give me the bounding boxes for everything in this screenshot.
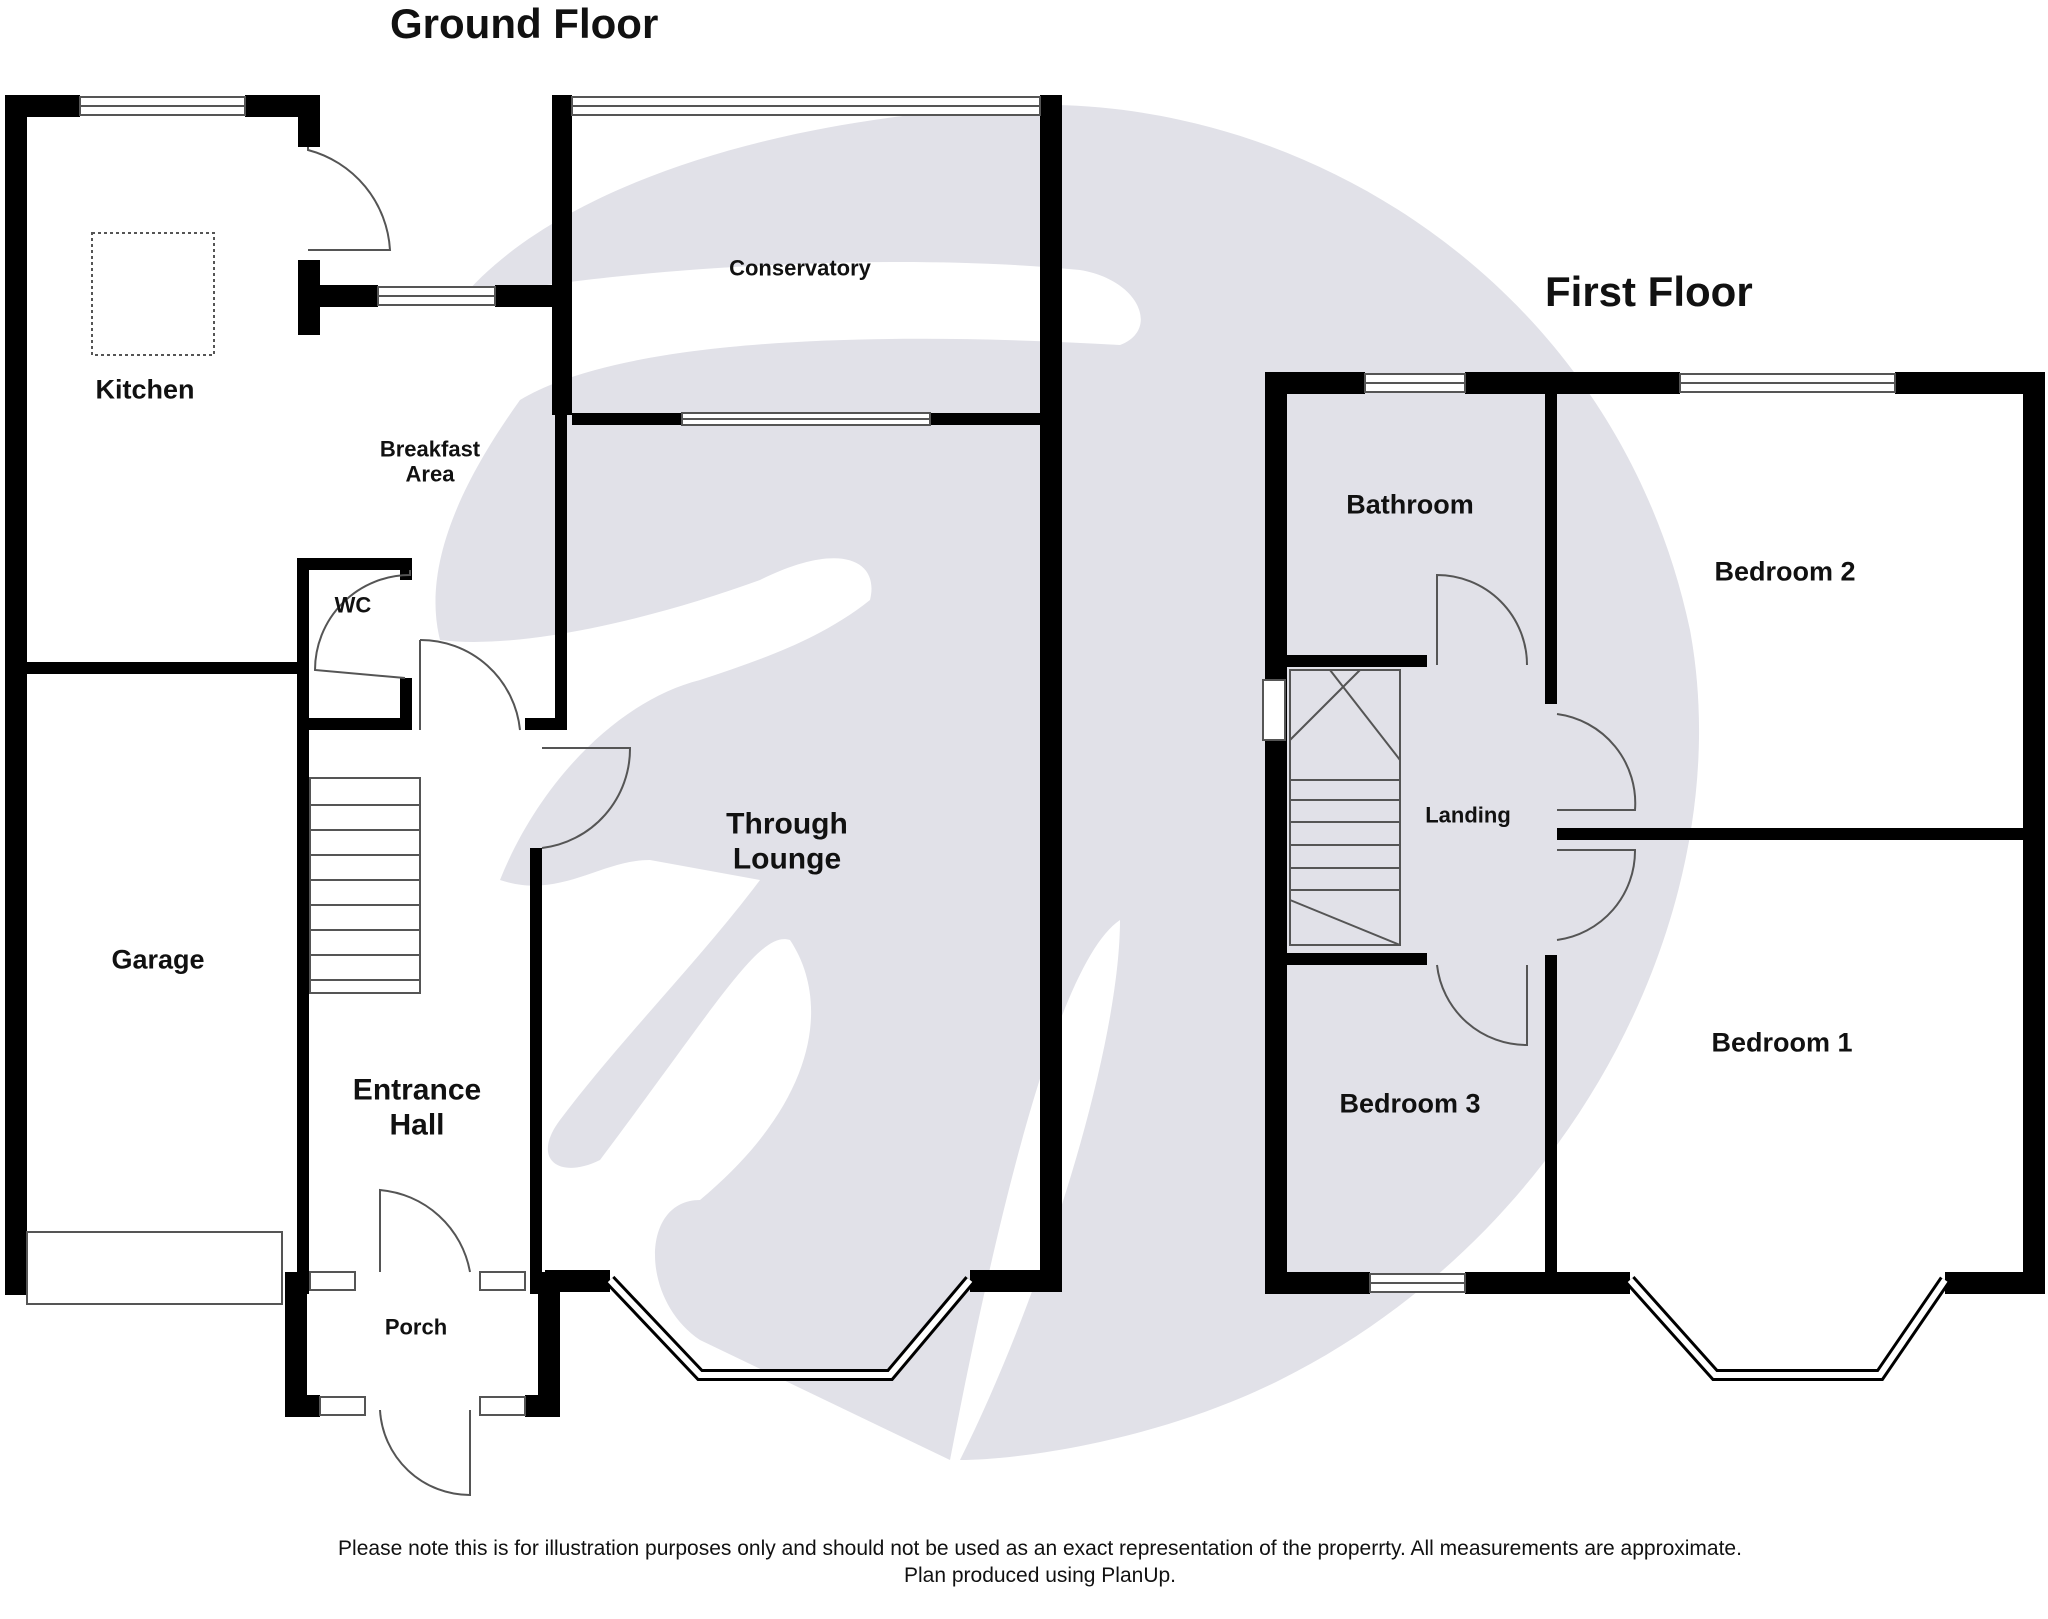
room-through-lounge: Through Lounge bbox=[726, 807, 848, 876]
first-floor-windows bbox=[1262, 373, 1950, 1381]
room-wc: WC bbox=[334, 592, 372, 618]
disclaimer-line-1: Please note this is for illustration pur… bbox=[338, 1537, 1742, 1560]
room-kitchen: Kitchen bbox=[95, 374, 195, 405]
disclaimer-line-2: Plan produced using PlanUp. bbox=[903, 1564, 1176, 1587]
first-floor-title: First Floor bbox=[1545, 268, 1753, 315]
room-bedroom-1: Bedroom 1 bbox=[1711, 1027, 1853, 1058]
ground-floor-walls bbox=[5, 95, 1062, 1417]
room-breakfast-area: Breakfast Area bbox=[379, 436, 481, 487]
room-bedroom-3: Bedroom 3 bbox=[1339, 1088, 1481, 1119]
first-floor-walls bbox=[1265, 372, 2045, 1294]
room-porch: Porch bbox=[384, 1314, 448, 1340]
room-bedroom-2: Bedroom 2 bbox=[1714, 556, 1856, 587]
ground-floor-title: Ground Floor bbox=[390, 0, 659, 47]
room-conservatory: Conservatory bbox=[729, 255, 871, 281]
room-bathroom: Bathroom bbox=[1346, 489, 1474, 520]
room-entrance-hall: Entrance Hall bbox=[352, 1073, 482, 1142]
room-garage: Garage bbox=[111, 944, 205, 975]
ground-floor-windows bbox=[26, 96, 1041, 1497]
disclaimer: Please note this is for illustration pur… bbox=[300, 1535, 1780, 1589]
watermark-logo bbox=[435, 105, 1700, 1460]
room-landing: Landing bbox=[1425, 802, 1511, 828]
